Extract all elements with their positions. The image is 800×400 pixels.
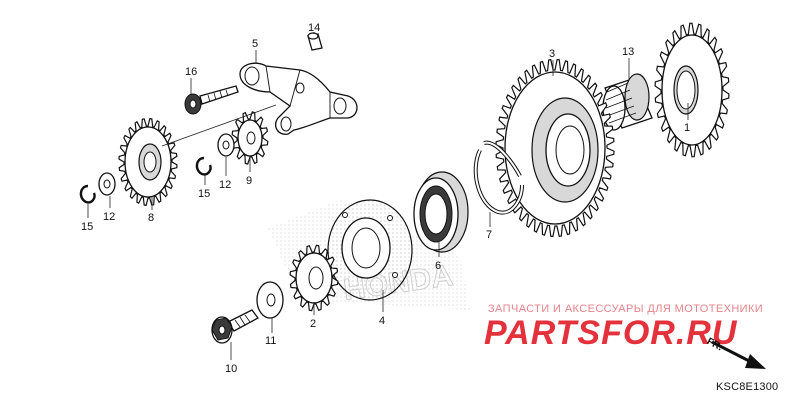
label-10: 10 bbox=[225, 363, 237, 375]
callout-15a: 15 bbox=[198, 175, 210, 200]
callout-16: 16 bbox=[185, 66, 197, 94]
callout-9: 9 bbox=[246, 157, 252, 187]
part-8-idle-gear bbox=[118, 117, 178, 207]
callout-10: 10 bbox=[225, 342, 237, 375]
label-13: 13 bbox=[622, 46, 634, 58]
part-14-dowel-pin bbox=[307, 32, 323, 51]
callout-1: 1 bbox=[684, 103, 690, 134]
label-11: 11 bbox=[265, 335, 276, 347]
part-3-starter-driven-gear bbox=[495, 58, 615, 238]
part-12-washer-a bbox=[217, 133, 235, 157]
watermark-brand: PARTSFOR.RU bbox=[484, 314, 738, 352]
callout-13: 13 bbox=[622, 46, 634, 80]
part-15-circlip-b bbox=[79, 184, 96, 204]
figure-code: KSC8E1300 bbox=[716, 381, 779, 393]
part-1-gear bbox=[654, 22, 730, 158]
part-16-bolt bbox=[184, 85, 239, 115]
callout-6: 6 bbox=[435, 242, 441, 272]
callout-12b: 12 bbox=[103, 196, 115, 223]
callout-12a: 12 bbox=[219, 157, 231, 191]
part-9-small-idle-gear bbox=[231, 111, 269, 165]
part-6-one-way-clutch bbox=[413, 171, 469, 253]
callouts: 1 13 3 7 6 4 2 11 10 8 9 12 15 12 15 bbox=[81, 22, 690, 375]
part-12-washer-b bbox=[98, 172, 116, 196]
watermark-caption: ЗАПЧАСТИ И АКСЕССУАРЫ ДЛЯ МОТОТЕХНИКИ bbox=[488, 303, 764, 315]
front-direction-arrow bbox=[711, 340, 766, 369]
label-8: 8 bbox=[148, 212, 154, 224]
label-9: 9 bbox=[246, 175, 252, 187]
label-12a: 12 bbox=[219, 179, 231, 191]
callout-15b: 15 bbox=[81, 204, 93, 233]
label-14: 14 bbox=[308, 22, 320, 34]
callout-3: 3 bbox=[549, 48, 555, 76]
label-12b: 12 bbox=[103, 211, 115, 223]
label-4: 4 bbox=[379, 315, 385, 327]
label-3: 3 bbox=[549, 48, 555, 60]
label-16: 16 bbox=[185, 66, 197, 78]
label-7: 7 bbox=[486, 229, 492, 241]
callout-2: 2 bbox=[310, 302, 316, 330]
part-13-needle-bearing bbox=[602, 73, 653, 131]
label-15a: 15 bbox=[198, 188, 210, 200]
part-15-circlip-a bbox=[195, 156, 212, 176]
part-7-snap-ring bbox=[473, 140, 524, 215]
part-11-washer bbox=[256, 281, 284, 319]
label-15b: 15 bbox=[81, 221, 93, 233]
callout-8: 8 bbox=[148, 197, 154, 224]
part-5-arm bbox=[239, 62, 358, 135]
callout-5: 5 bbox=[252, 38, 258, 64]
part-2-small-gear bbox=[289, 244, 339, 312]
label-1: 1 bbox=[684, 122, 690, 134]
leader-8-to-5 bbox=[161, 104, 277, 147]
callout-11: 11 bbox=[265, 318, 276, 347]
callout-4: 4 bbox=[379, 290, 385, 327]
part-10-flange-bolt bbox=[211, 309, 259, 344]
callout-7: 7 bbox=[486, 212, 492, 241]
part-4-clutch-outer bbox=[327, 199, 413, 301]
callout-14: 14 bbox=[308, 22, 320, 34]
label-6: 6 bbox=[435, 260, 441, 272]
label-2: 2 bbox=[310, 318, 316, 330]
label-5: 5 bbox=[252, 38, 258, 50]
